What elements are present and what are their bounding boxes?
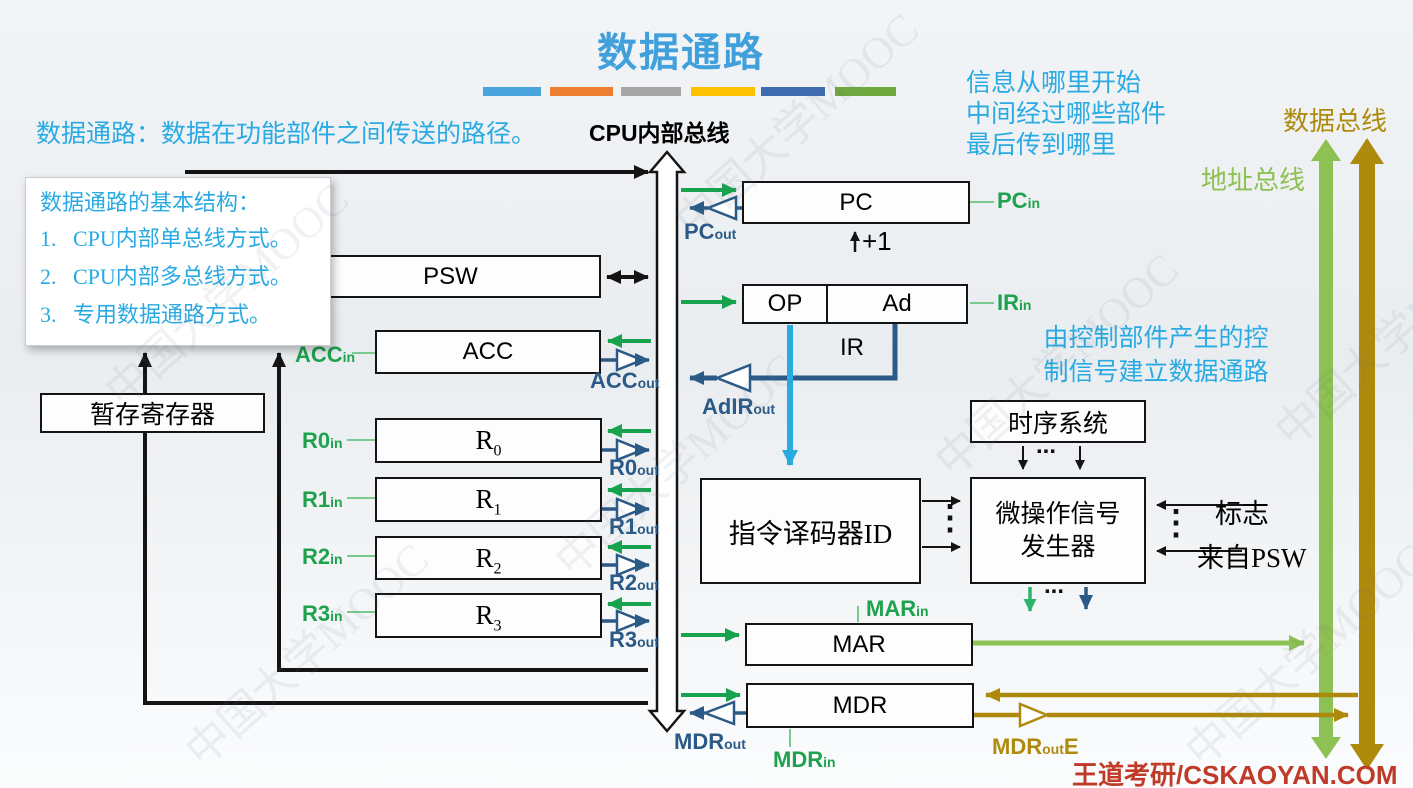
- instruction-decoder-label: 指令译码器ID: [728, 518, 893, 549]
- micro-op-signal-generator: 微操作信号 发生器: [970, 477, 1146, 584]
- output-gate-arrows: [601, 195, 898, 726]
- hint-text: 信息从哪里开始 中间经过哪些部件 最后传到哪里: [966, 68, 1166, 161]
- mdr-register: MDR: [746, 683, 974, 728]
- timing-system: 时序系统: [970, 400, 1146, 443]
- r1-out-signal: R1out: [609, 514, 659, 539]
- timing-dots: ...: [1036, 432, 1057, 459]
- page-title: 数据通路: [597, 30, 765, 75]
- control-note-line2: 制信号建立数据通路: [1043, 359, 1269, 386]
- mdr-out-signal: MDRout: [674, 729, 746, 754]
- cpu-internal-bus-label: CPU内部总线: [589, 120, 730, 146]
- r0-register: R0: [375, 418, 602, 463]
- pc-out-signal: PCout: [684, 219, 737, 244]
- note-heading: 数据通路的基本结构：: [40, 190, 261, 215]
- r3-in-signal: R3in: [302, 601, 343, 626]
- psw-label: PSW: [423, 262, 478, 290]
- generator-output-dots: ...: [1044, 572, 1065, 599]
- acc-register: ACC: [375, 330, 601, 374]
- temp-register-label: 暂存寄存器: [89, 402, 215, 429]
- control-output-arrows: [1023, 587, 1093, 612]
- ir-ad-field: Ad: [828, 286, 966, 322]
- hint-line-2: 中间经过哪些部件: [966, 101, 1167, 128]
- r1-in-signal: R1in: [302, 487, 343, 512]
- address-bus-label: 地址总线: [1201, 166, 1306, 195]
- acc-label: ACC: [462, 338, 514, 365]
- r2-out-signal: R2out: [609, 570, 659, 595]
- r0-in-signal: R0in: [302, 428, 343, 453]
- mdr-in-signal: MDRin: [773, 747, 836, 772]
- address-bus: [973, 139, 1341, 759]
- note-item-2: 2. CPU内部多总线方式。: [40, 264, 292, 289]
- r3-register: R3: [375, 593, 602, 638]
- instruction-decoder: 指令译码器ID: [700, 478, 921, 584]
- r3-out-signal: R3out: [609, 627, 659, 652]
- pc-label: PC: [839, 188, 873, 216]
- note-item-1: 1. CPU内部单总线方式。: [40, 226, 292, 251]
- r0-label: R0: [475, 425, 502, 460]
- ir-op-field: OP: [744, 286, 828, 322]
- control-signal-note: 由控制部件产生的控 制信号建立数据通路: [1030, 322, 1282, 390]
- flag-label: 标志: [1215, 499, 1269, 529]
- title-bar-2: [550, 87, 613, 96]
- brand-footer: 王道考研/CSKAOYAN.COM: [1072, 760, 1398, 788]
- data-bus: [973, 138, 1384, 770]
- title-bar-5: [761, 87, 825, 96]
- hint-line-3: 最后传到哪里: [966, 132, 1117, 159]
- mar-register: MAR: [745, 623, 973, 666]
- acc-in-signal: ACCin: [295, 342, 356, 367]
- adir-out-signal: AdIRout: [702, 394, 776, 419]
- pc-register: PC: [742, 181, 970, 224]
- r1-register: R1: [375, 477, 602, 522]
- title-bar-3: [621, 87, 681, 96]
- title-bar-6: [835, 87, 896, 96]
- basic-structure-note: 数据通路的基本结构： 1. CPU内部单总线方式。 2. CPU内部多总线方式。…: [25, 177, 331, 346]
- mar-in-signal: MARin: [866, 596, 929, 621]
- r2-label: R2: [475, 542, 502, 577]
- acc-out-signal: ACCout: [590, 368, 660, 393]
- ad-label: Ad: [882, 290, 912, 317]
- flag-source-label: 来自PSW: [1197, 543, 1307, 573]
- micro-op-generator-line1: 微操作信号: [995, 500, 1121, 528]
- ir-label: IR: [840, 334, 864, 361]
- flag-input-vdots: ⋮: [1159, 504, 1193, 542]
- pc-in-signal: PCin: [997, 188, 1041, 213]
- signal-label-leads: [347, 201, 994, 747]
- note-item-3: 3. 专用数据通路方式。: [40, 302, 272, 327]
- mdr-out-e-signal: MDRoutE: [992, 734, 1079, 759]
- mdr-label: MDR: [832, 691, 888, 719]
- plus-one-label: +1: [862, 226, 892, 256]
- ir-register: OP Ad: [742, 284, 968, 324]
- cpu-internal-bus: [647, 150, 687, 733]
- r2-in-signal: R2in: [302, 544, 343, 569]
- r0-out-signal: R0out: [609, 455, 659, 480]
- control-note-line1: 由控制部件产生的控: [1043, 325, 1269, 352]
- data-bus-label: 数据总线: [1283, 107, 1388, 136]
- r2-register: R2: [375, 536, 602, 580]
- op-label: OP: [767, 290, 803, 317]
- temp-register: 暂存寄存器: [40, 393, 265, 433]
- green-input-arrows: [607, 183, 741, 702]
- psw-register: PSW: [300, 255, 601, 298]
- title-bar-4: [691, 87, 755, 96]
- timing-system-label: 时序系统: [1007, 410, 1108, 438]
- decoder-output-vdots: ⋮: [933, 499, 967, 537]
- title-bar-1: [483, 87, 541, 96]
- micro-op-generator-line2: 发生器: [1020, 533, 1096, 561]
- ir-in-signal: IRin: [997, 290, 1032, 315]
- r3-label: R3: [475, 600, 502, 635]
- black-connectors: [138, 165, 1252, 705]
- datapath-definition: 数据通路：数据在功能部件之间传送的路径。: [36, 121, 537, 148]
- r1-label: R1: [475, 484, 502, 519]
- mar-label: MAR: [832, 630, 886, 658]
- hint-line-1: 信息从哪里开始: [966, 70, 1142, 97]
